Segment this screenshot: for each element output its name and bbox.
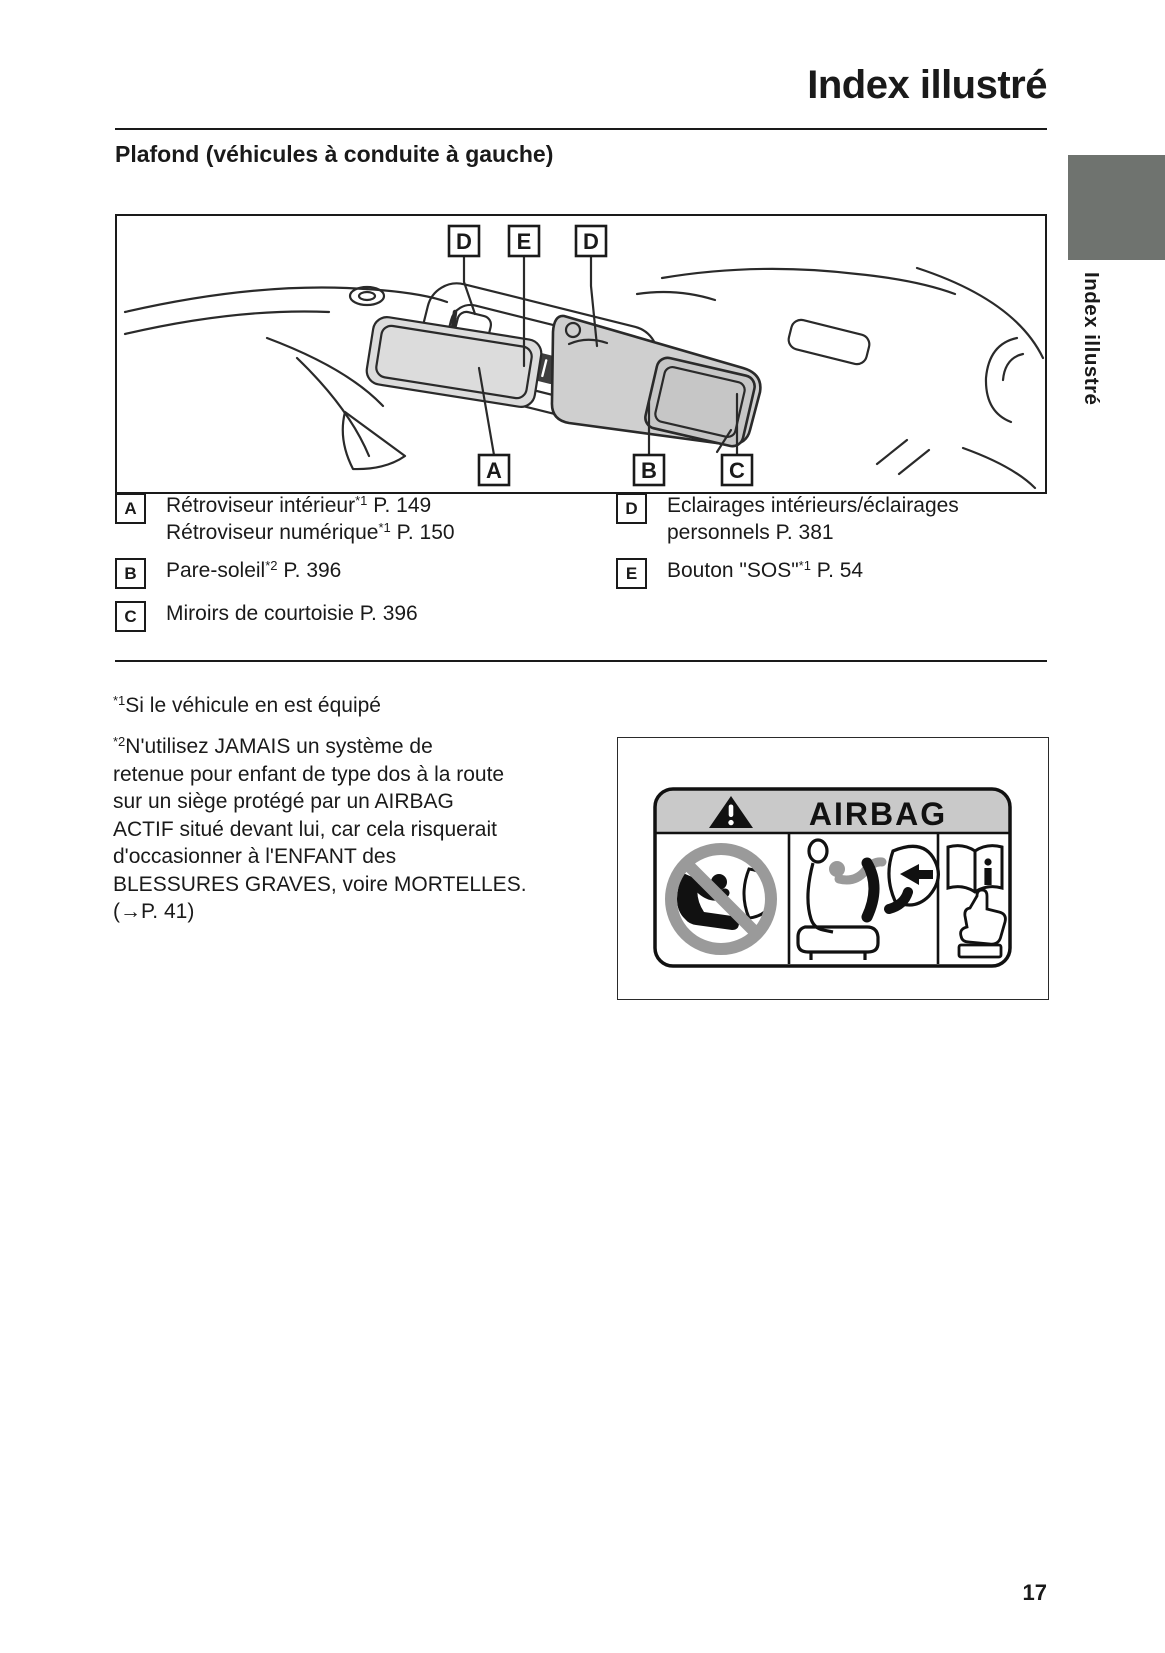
header-rule bbox=[115, 128, 1047, 130]
callout-letter: D bbox=[583, 229, 599, 254]
label-border bbox=[653, 787, 1012, 968]
a-pillar-line bbox=[265, 336, 385, 408]
vanity-mirror bbox=[644, 356, 756, 448]
key-badge-C: C bbox=[115, 601, 146, 632]
leader-D-left bbox=[462, 254, 477, 316]
chapter-tab-label: Index illustré bbox=[1080, 272, 1103, 406]
leader-D-right bbox=[589, 254, 599, 348]
headliner-line bbox=[123, 286, 449, 314]
callout-box-A bbox=[477, 453, 511, 487]
section-heading: Plafond (véhicules à conduite à gauche) bbox=[115, 141, 554, 167]
key-badge-E: E bbox=[616, 558, 647, 589]
leader-A bbox=[477, 366, 496, 457]
door-frame-curve bbox=[961, 446, 1037, 490]
ceiling-diagram-art: D E D A B C bbox=[123, 224, 1045, 490]
key-badge-D: D bbox=[616, 493, 647, 524]
legend-text-C: Miroirs de courtoisie P. 396 bbox=[166, 602, 418, 625]
key-badge-B: B bbox=[115, 558, 146, 589]
sensor-oval-inner bbox=[357, 290, 377, 302]
key-badge-A: A bbox=[115, 493, 146, 524]
legend-text-B: Pare-soleil*2 P. 396 bbox=[166, 558, 342, 582]
legend-item-E: E Bouton "SOS"*1 P. 54 bbox=[616, 557, 1047, 589]
legend-item-B: B Pare-soleil*2 P. 396 bbox=[115, 557, 575, 589]
legend-item-D: D Eclairages intérieurs/éclairages perso… bbox=[616, 492, 1047, 546]
roof-line bbox=[660, 267, 957, 296]
callout-letter: C bbox=[729, 458, 745, 483]
callout-box-E bbox=[507, 224, 541, 258]
airbag-warning-label: AIRBAG bbox=[653, 787, 1012, 968]
airbag-warning-figure: AIRBAG bbox=[617, 737, 1049, 1000]
legend-text-E: Bouton "SOS"*1 P. 54 bbox=[667, 558, 864, 582]
chapter-tab bbox=[1068, 155, 1165, 260]
callout-letter: D bbox=[456, 229, 472, 254]
read-manual-icon bbox=[946, 844, 1007, 959]
roof-line bbox=[635, 290, 717, 302]
legend-item-C: C Miroirs de courtoisie P. 396 bbox=[115, 600, 575, 632]
sensor-oval bbox=[348, 285, 386, 307]
windshield-corner bbox=[341, 410, 407, 471]
interior-mirror bbox=[365, 316, 543, 408]
legend-item-A: A Rétroviseur intérieur*1 P. 149 Rétrovi… bbox=[115, 492, 575, 546]
visor-pivot bbox=[564, 321, 582, 339]
legend-left-column: A Rétroviseur intérieur*1 P. 149 Rétrovi… bbox=[115, 492, 575, 643]
visor-bracket bbox=[567, 338, 609, 346]
a-pillar-line bbox=[295, 356, 371, 458]
footnote-1: *1Si le véhicule en est équipé bbox=[113, 693, 381, 717]
legend-text-A: Rétroviseur intérieur*1 P. 149 Rétrovise… bbox=[166, 493, 455, 544]
footnote-2: *2N'utilisez JAMAIS un système de retenu… bbox=[113, 734, 527, 923]
legend-divider-rule bbox=[115, 660, 1047, 662]
hatching-lines bbox=[875, 438, 931, 476]
callout-box-D-left bbox=[447, 224, 481, 258]
no-rear-facing-child-seat-icon bbox=[665, 843, 777, 955]
callout-box-B bbox=[632, 453, 666, 487]
callout-box-D-right bbox=[574, 224, 608, 258]
assist-grip-curve-inner bbox=[1001, 352, 1025, 382]
callout-box-C bbox=[720, 453, 754, 487]
callout-letter: B bbox=[641, 458, 657, 483]
visor-corner-tick bbox=[715, 428, 733, 454]
legend-right-column: D Eclairages intérieurs/éclairages perso… bbox=[616, 492, 1047, 600]
roof-fixture bbox=[787, 318, 871, 366]
warning-triangle-icon bbox=[709, 796, 753, 828]
assist-grip-curve bbox=[984, 336, 1019, 424]
legend-text-D: Eclairages intérieurs/éclairages personn… bbox=[667, 494, 959, 544]
airbag-header-text: AIRBAG bbox=[809, 796, 947, 832]
headliner-line bbox=[123, 310, 331, 336]
page-title: Index illustré bbox=[807, 62, 1047, 107]
callout-letter: E bbox=[517, 229, 532, 254]
airbag-deployment-icon bbox=[796, 838, 940, 960]
airbag-label-art: AIRBAG bbox=[653, 787, 1012, 968]
callout-letter: A bbox=[486, 458, 502, 483]
page-number: 17 bbox=[1022, 1580, 1047, 1605]
door-frame-curve bbox=[915, 266, 1045, 360]
mirror-mount bbox=[450, 309, 458, 331]
ceiling-diagram: D E D A B C bbox=[115, 214, 1047, 494]
